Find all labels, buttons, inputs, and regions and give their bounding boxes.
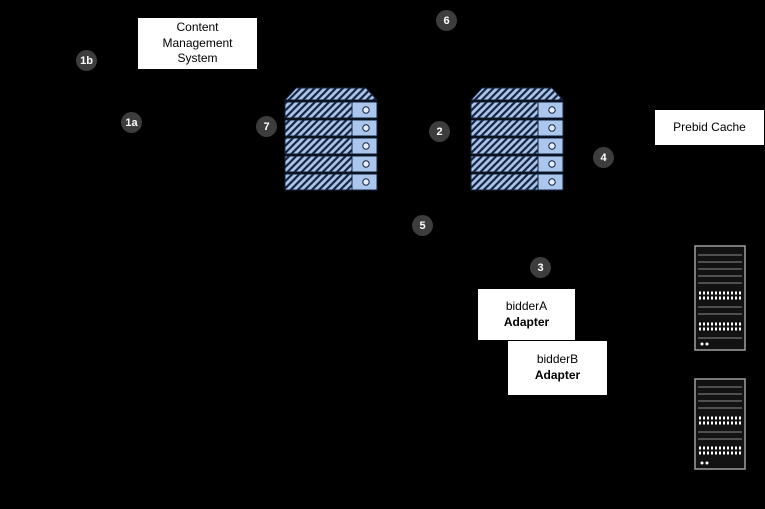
bidder-b-box: bidderB Adapter (507, 340, 608, 396)
cms-box: Content Management System (137, 17, 258, 70)
badge-3: 3 (530, 257, 551, 278)
badge-4: 4 (593, 147, 614, 168)
bidder-b-name: bidderB (536, 352, 579, 367)
badge-1b: 1b (76, 50, 97, 71)
server-stack-left-icon (284, 87, 378, 191)
bidder-a-box: bidderA Adapter (477, 288, 576, 341)
cms-label: Content Management System (162, 20, 233, 66)
server-rack-bottom-icon (694, 378, 746, 470)
badge-7: 7 (256, 116, 277, 137)
server-stack-right-icon (470, 87, 564, 191)
badge-5: 5 (412, 215, 433, 236)
server-rack-top-icon (694, 245, 746, 351)
bidder-b-type: Adapter (534, 368, 581, 382)
prebid-cache-label: Prebid Cache (673, 119, 746, 134)
badge-1a: 1a (121, 112, 142, 133)
bidder-a-type: Adapter (503, 314, 550, 329)
badge-6: 6 (436, 10, 457, 31)
badge-2: 2 (429, 121, 450, 142)
prebid-cache-box: Prebid Cache (654, 109, 765, 146)
bidder-a-name: bidderA (505, 298, 548, 313)
